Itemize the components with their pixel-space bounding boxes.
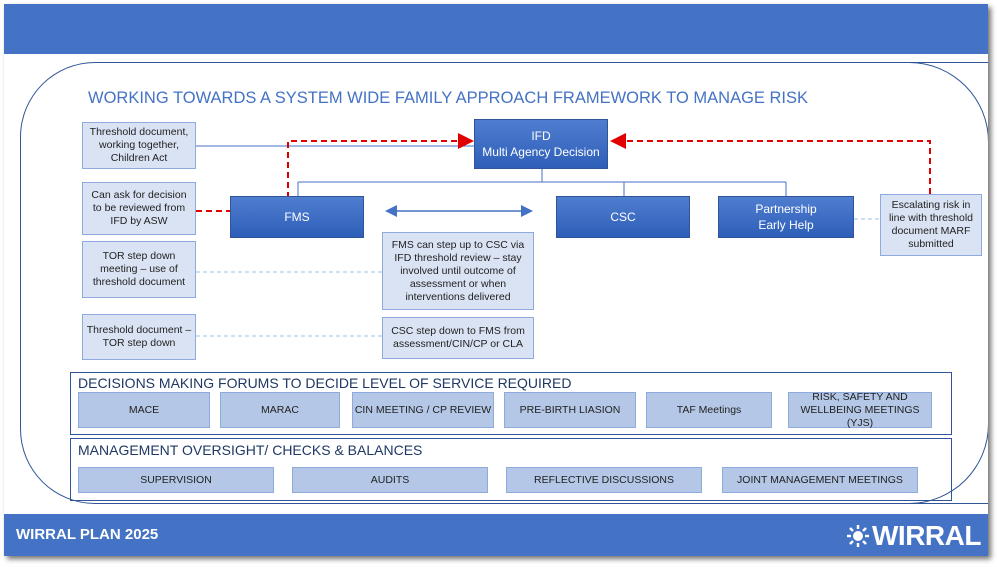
decisions-section [70, 372, 952, 435]
logo-text: WIRRAL [872, 520, 981, 551]
forum-risk-safety: RISK, SAFETY AND WELLBEING MEETINGS (YJS… [788, 391, 932, 429]
fms-box: FMS [230, 196, 364, 238]
forum-taf: TAF Meetings [646, 392, 772, 428]
note-csc-step-down: CSC step down to FMS from assessment/CIN… [382, 317, 534, 359]
wirral-logo: WIRRAL [846, 520, 981, 552]
header-bar [4, 4, 988, 54]
footer-title: WIRRAL PLAN 2025 [16, 526, 159, 543]
partnership-box: Partnership Early Help [718, 196, 854, 238]
sun-icon [847, 525, 869, 547]
framework-border [20, 62, 988, 504]
oversight-reflective: REFLECTIVE DISCUSSIONS [506, 467, 702, 493]
oversight-joint-management: JOINT MANAGEMENT MEETINGS [722, 467, 918, 493]
note-threshold-document: Threshold document, working together, Ch… [82, 122, 196, 169]
note-threshold-tor: Threshold document – TOR step down [82, 314, 196, 360]
slide: WORKING TOWARDS A SYSTEM WIDE FAMILY APP… [4, 4, 988, 556]
partnership-line2: Early Help [758, 218, 814, 232]
note-ask-decision: Can ask for decision to be reviewed from… [82, 182, 196, 235]
ifd-line1: IFD [531, 129, 551, 143]
forum-pre-birth: PRE-BIRTH LIASION [504, 392, 636, 428]
decisions-title: DECISIONS MAKING FORUMS TO DECIDE LEVEL … [78, 375, 572, 391]
oversight-audits: AUDITS [292, 467, 488, 493]
framework-border-right [844, 62, 988, 504]
note-escalating-risk: Escalating risk in line with threshold d… [880, 194, 982, 256]
csc-box: CSC [556, 196, 690, 238]
connector-lines [196, 133, 931, 337]
note-tor-step-down-meeting: TOR step down meeting – use of threshold… [82, 241, 196, 298]
page-title: WORKING TOWARDS A SYSTEM WIDE FAMILY APP… [88, 89, 809, 107]
note-fms-step-up: FMS can step up to CSC via IFD threshold… [382, 232, 534, 310]
forum-mace: MACE [78, 392, 210, 428]
oversight-title: MANAGEMENT OVERSIGHT/ CHECKS & BALANCES [78, 442, 423, 458]
ifd-line2: Multi Agency Decision [482, 145, 600, 159]
footer-bar [4, 514, 988, 556]
ifd-box: IFD Multi Agency Decision [474, 119, 608, 169]
partnership-line1: Partnership [755, 202, 817, 216]
oversight-supervision: SUPERVISION [78, 467, 274, 493]
forum-marac: MARAC [220, 392, 340, 428]
oversight-section [70, 438, 952, 501]
forum-cin-meeting: CIN MEETING / CP REVIEW [352, 392, 494, 428]
